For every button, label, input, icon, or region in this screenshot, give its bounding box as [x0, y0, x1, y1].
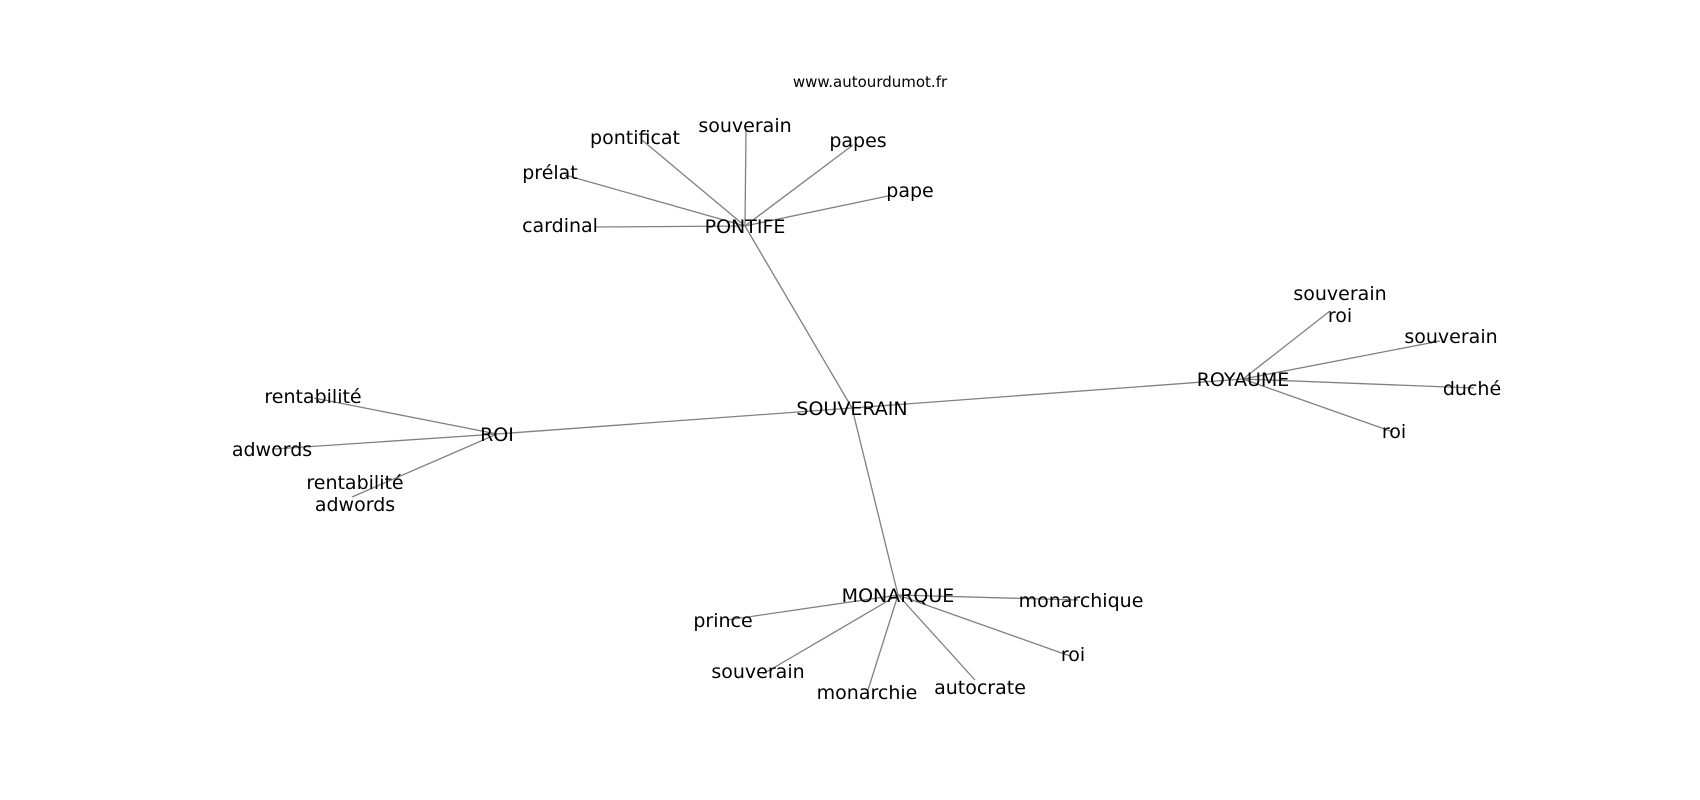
- edge-royaume-0: [1242, 310, 1331, 380]
- edges: [273, 129, 1475, 691]
- node-leaf-roi-1: adwords: [232, 439, 312, 461]
- node-leaf-pontife-4: prélat: [522, 162, 578, 184]
- edge-center-roi: [496, 407, 853, 435]
- node-leaf-monarque-2: monarchie: [817, 682, 918, 704]
- edge-royaume-3: [1242, 378, 1394, 433]
- node-leaf-monarque-5: monarchique: [1019, 590, 1144, 612]
- node-leaf-royaume-0-line-1: souverain: [1293, 283, 1386, 305]
- node-leaf-royaume-0-line-2: roi: [1328, 305, 1352, 327]
- node-hub-roi: ROI: [480, 424, 514, 446]
- node-hub-royaume: ROYAUME: [1197, 369, 1290, 391]
- node-leaf-pontife-2: papes: [829, 130, 886, 152]
- node-leaf-roi-0: rentabilité: [264, 386, 361, 408]
- edge-roi-0: [313, 397, 498, 435]
- edge-center-monarque: [851, 407, 899, 596]
- edge-pontife-5: [595, 225, 746, 228]
- node-hub-pontife: PONTIFE: [705, 216, 786, 238]
- edge-monarque-4: [897, 594, 1071, 657]
- site-url: www.autourdumot.fr: [793, 73, 948, 91]
- node-leaf-pontife-1: souverain: [698, 115, 791, 137]
- edge-royaume-2: [1242, 378, 1475, 389]
- node-hub-monarque: MONARQUE: [842, 585, 955, 607]
- node-leaf-royaume-1: souverain: [1404, 326, 1497, 348]
- labels: www.autourdumot.fr SOUVERAIN PONTIFE ponti…: [232, 73, 1501, 704]
- node-leaf-royaume-2: duché: [1443, 378, 1501, 400]
- node-leaf-roi-2-line-1: rentabilité: [306, 472, 403, 494]
- node-leaf-pontife-0: pontificat: [590, 127, 680, 149]
- edge-pontife-3: [744, 195, 889, 227]
- node-leaf-royaume-3: roi: [1382, 421, 1406, 443]
- edge-center-pontife: [744, 225, 853, 409]
- node-leaf-monarque-1: souverain: [711, 661, 804, 683]
- edge-monarque-0: [726, 594, 899, 621]
- edge-monarque-3: [897, 594, 976, 681]
- node-leaf-monarque-0: prince: [693, 610, 752, 632]
- edge-monarque-2: [867, 594, 899, 691]
- edge-royaume-1: [1242, 340, 1441, 380]
- edge-monarque-1: [762, 594, 899, 675]
- edge-roi-1: [273, 433, 498, 450]
- edge-pontife-1: [744, 129, 747, 227]
- edge-pontife-0: [641, 139, 746, 227]
- node-leaf-pontife-5: cardinal: [522, 215, 598, 237]
- node-leaf-monarque-3: autocrate: [934, 677, 1026, 699]
- edge-center-royaume: [851, 378, 1244, 409]
- edge-monarque-5: [897, 594, 1079, 601]
- node-leaf-roi-2-line-2: adwords: [315, 494, 395, 516]
- edge-pontife-2: [744, 144, 854, 227]
- node-leaf-monarque-4: roi: [1061, 644, 1085, 666]
- node-leaf-pontife-3: pape: [886, 180, 933, 202]
- edge-roi-2: [351, 433, 498, 498]
- node-center: SOUVERAIN: [796, 398, 907, 420]
- edge-pontife-4: [564, 174, 746, 227]
